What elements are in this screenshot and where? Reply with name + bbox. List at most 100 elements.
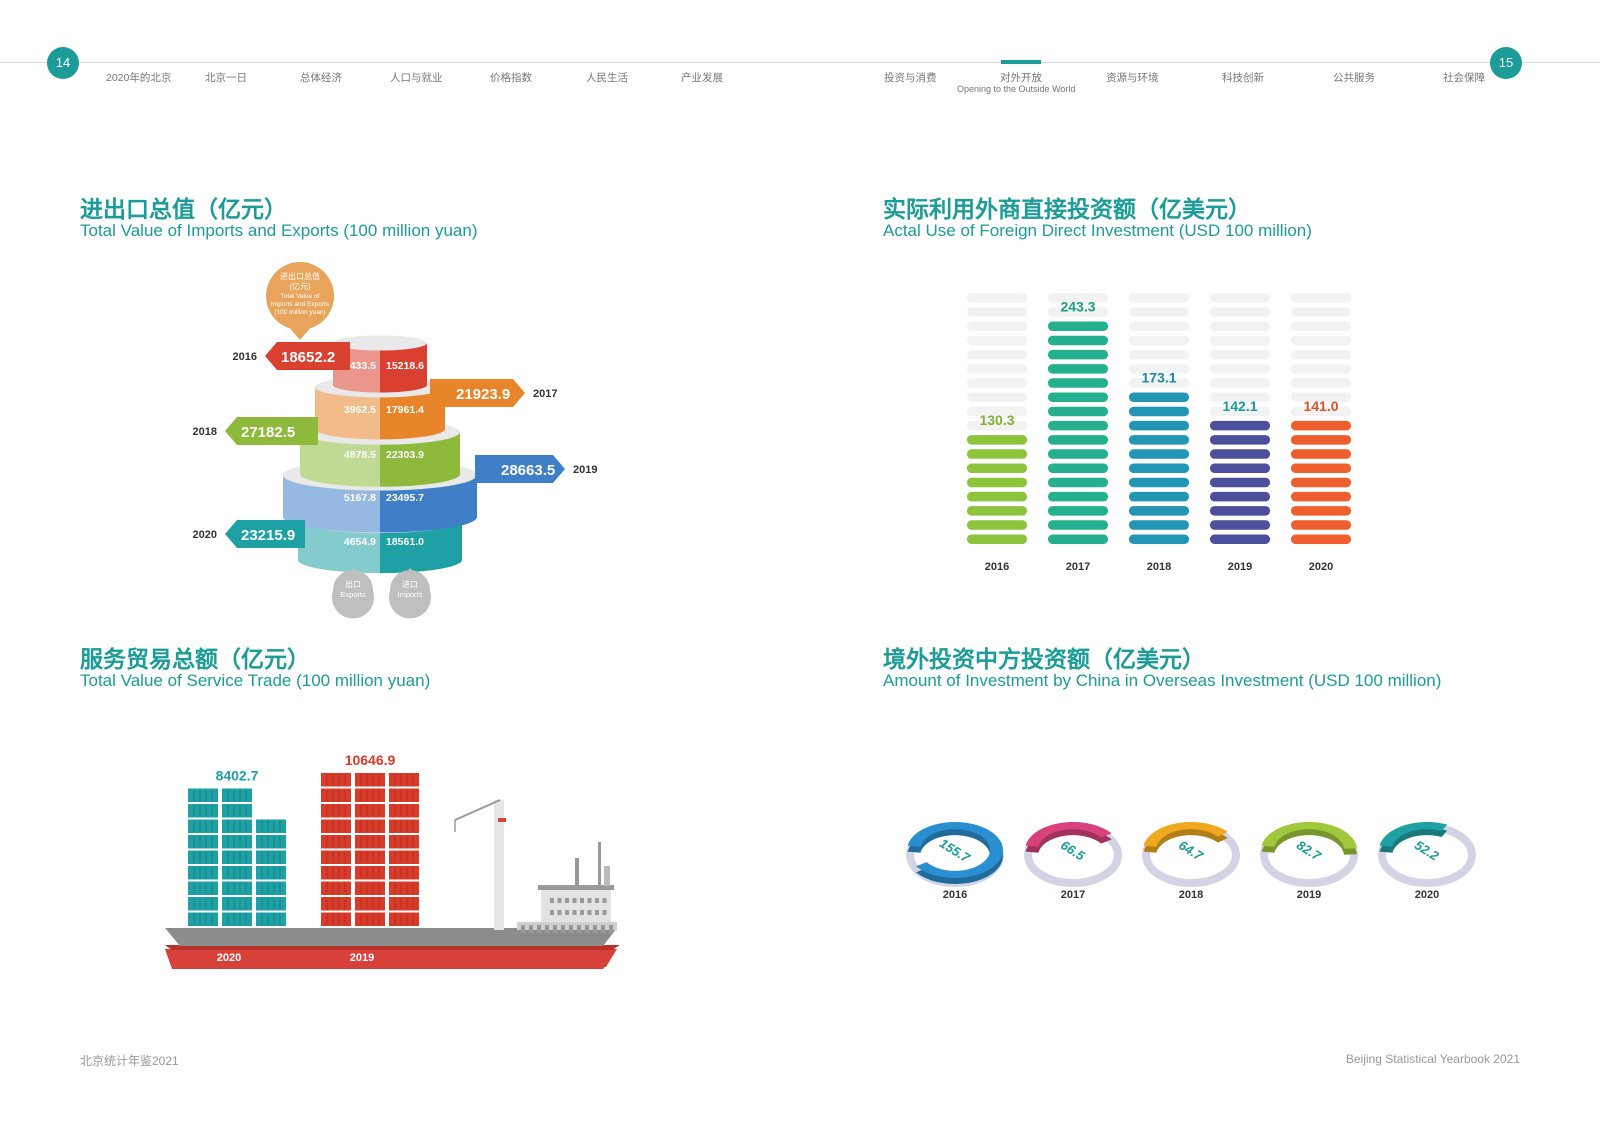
cylinder-right-face (380, 432, 460, 487)
ring-value-label: 66.5 (1058, 837, 1088, 864)
imports-legend-cn: 进口 (402, 580, 418, 589)
container-box (355, 881, 385, 895)
ship-window (550, 898, 554, 903)
container-box (355, 897, 385, 911)
nav-item-social-security[interactable]: 社会保障 (1443, 72, 1485, 84)
bar-stripe (1210, 534, 1270, 544)
service-title-cn: 服务贸易总额（亿元） (80, 646, 310, 672)
bar-stripe (1210, 435, 1270, 445)
ring-arc-side (1379, 828, 1448, 853)
ship-rail-post (585, 925, 589, 933)
cylinder-left-face (298, 520, 380, 574)
ring-value-label: 82.7 (1294, 837, 1324, 864)
bar-stripe (967, 449, 1027, 459)
bar-stripe (1048, 335, 1108, 346)
bar-track-stripe (1291, 335, 1351, 346)
bar-stripe (1210, 491, 1270, 502)
ring-arc (1025, 822, 1112, 847)
bar-stripe (1129, 435, 1189, 445)
container-box (389, 866, 419, 880)
year-label: 2017 (533, 388, 557, 400)
odi-title-cn: 境外投资中方投资额（亿美元） (883, 646, 1205, 672)
nav-item-living[interactable]: 人民生活 (586, 72, 628, 84)
exports-legend-cn: 出口 (345, 579, 361, 589)
ship-rail-post (521, 925, 525, 933)
container-box (389, 804, 419, 818)
ship-window (565, 910, 569, 915)
bar-stripe (1048, 321, 1108, 331)
ship-window (580, 898, 584, 903)
ship-rail-post (561, 925, 565, 933)
bar-track-stripe (967, 364, 1027, 374)
container-box (355, 819, 385, 833)
bar-stripe (1048, 520, 1108, 530)
ship-antenna (598, 842, 601, 886)
container-box (188, 804, 218, 818)
nav-item-beijing-day[interactable]: 北京一日 (205, 72, 247, 84)
ring-value-label: 64.7 (1176, 837, 1206, 864)
total-value-label: 18652.2 (281, 349, 335, 366)
ship-rail-post (609, 925, 613, 933)
nav-item-opening[interactable]: 对外开放 (1000, 72, 1042, 84)
container-box (321, 897, 351, 911)
bar-track-stripe (1210, 364, 1270, 374)
trade-title-cn: 进出口总值（亿元） (80, 196, 287, 222)
container-box (222, 881, 252, 895)
container-box (256, 850, 286, 864)
bar-stripe (1129, 520, 1189, 530)
bar-value-label: 141.0 (1303, 398, 1338, 414)
nav-item-science[interactable]: 科技创新 (1222, 72, 1264, 84)
crane-mast (494, 800, 504, 930)
bar-track-stripe (1210, 293, 1270, 303)
bar-stripe (1129, 491, 1189, 502)
container-box (188, 819, 218, 833)
nav-item-population[interactable]: 人口与就业 (390, 72, 443, 84)
bar-track-stripe (1291, 378, 1351, 388)
container-box (355, 866, 385, 880)
total-arrow (430, 379, 525, 407)
nav-item-investment[interactable]: 投资与消费 (884, 72, 937, 84)
nav-item-price-index[interactable]: 价格指数 (490, 72, 532, 84)
bar-value-label: 243.3 (1060, 299, 1095, 315)
bar-stripe (1129, 406, 1189, 417)
nav-item-economy[interactable]: 总体经济 (300, 72, 342, 84)
cylinder-left-face (300, 432, 380, 487)
export-value-label: 4654.9 (344, 536, 376, 548)
bar-stripe (1210, 477, 1270, 488)
nav-item-public-service[interactable]: 公共服务 (1333, 72, 1375, 84)
bar-stripe (1129, 534, 1189, 544)
bar-track-stripe (967, 378, 1027, 388)
container-box (222, 804, 252, 818)
crane-boom (454, 799, 501, 821)
bar-track-stripe (1291, 321, 1351, 331)
bar-track-stripe (1210, 307, 1270, 317)
ring-arc (1143, 822, 1228, 847)
ring-arc (1379, 822, 1448, 847)
year-label: 2017 (1066, 561, 1090, 573)
legend-badge-text: 进出口总值 (280, 271, 320, 281)
import-value-label: 15218.6 (386, 360, 424, 372)
container-box (355, 835, 385, 849)
bar-stripe (1129, 392, 1189, 402)
nav-item-resources[interactable]: 资源与环境 (1106, 72, 1159, 84)
left-page-number: 14 (47, 47, 79, 79)
ship-rail-post (577, 925, 581, 933)
bar-track-stripe (967, 420, 1027, 431)
bar-stripe (967, 506, 1027, 516)
legend-badge-text: Imports and Exports (271, 301, 330, 308)
bar-track-stripe (1210, 392, 1270, 402)
ship-window (557, 910, 562, 915)
nav-item-industry[interactable]: 产业发展 (681, 72, 723, 84)
nav-item-beijing-2020[interactable]: 2020年的北京 (106, 72, 172, 84)
bar-stripe (1129, 506, 1189, 516)
bar-stripe (1129, 477, 1189, 488)
bar-stripe (1129, 463, 1189, 473)
ship-hull-bottom (165, 949, 617, 967)
year-label: 2016 (233, 351, 257, 363)
ring-value-label: 155.7 (937, 835, 973, 865)
container-box (321, 819, 351, 833)
bar-stripe (1291, 435, 1351, 445)
ship-window (602, 910, 607, 915)
nav-item-opening-subtitle: Opening to the Outside World (957, 84, 1076, 94)
